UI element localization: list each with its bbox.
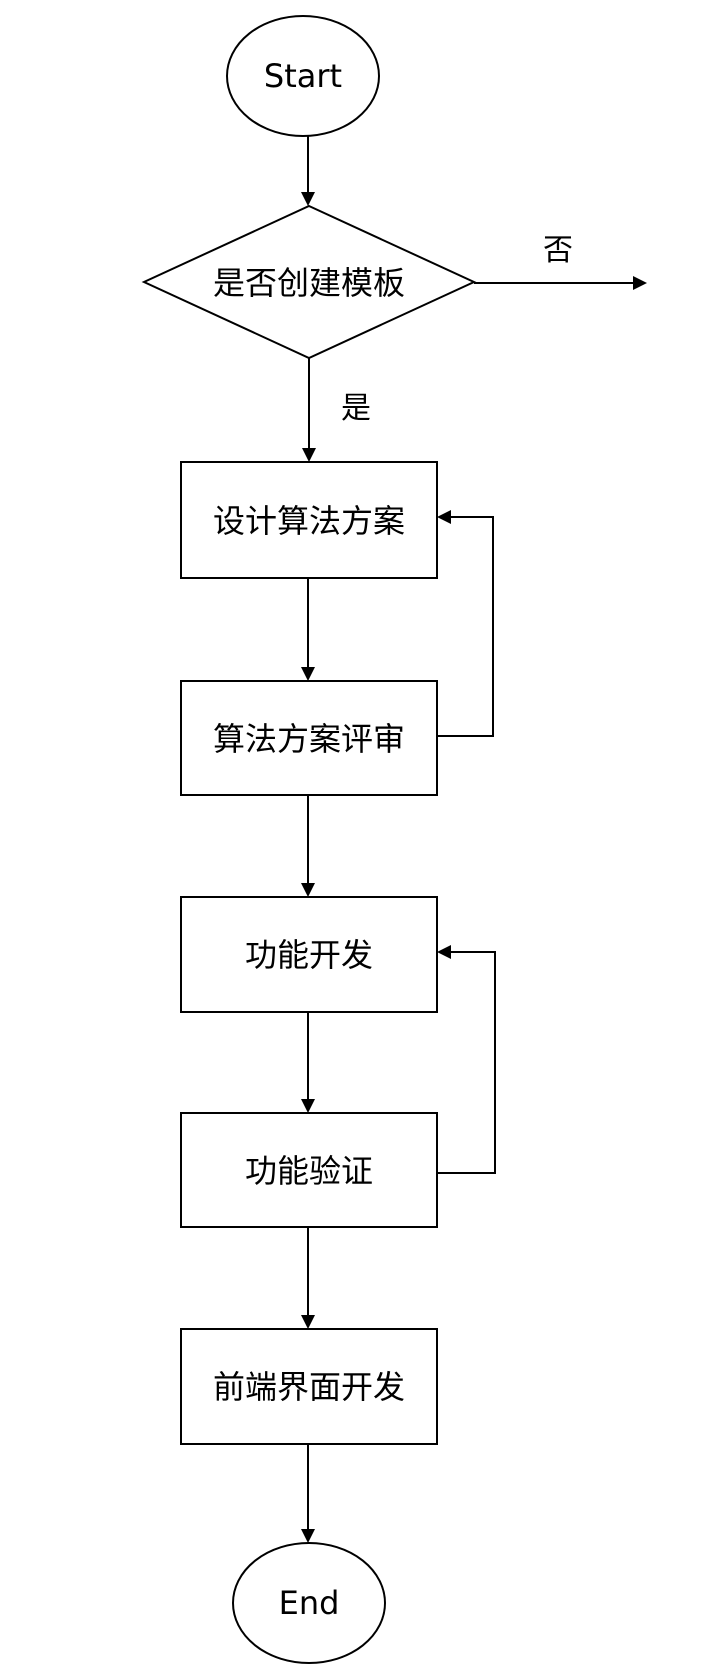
edge-develop-to-verify [301, 1012, 315, 1113]
arrowhead-icon [302, 448, 316, 462]
edge-verify-to-frontend [301, 1227, 315, 1329]
verify-label: 功能验证 [245, 1152, 373, 1190]
edge-design-to-review [301, 578, 315, 681]
decision-label: 是否创建模板 [213, 264, 405, 302]
end-label: End [279, 1584, 340, 1622]
yes-label: 是 [341, 391, 371, 426]
arrowhead-icon [437, 945, 451, 959]
edge-no: 否 [474, 233, 647, 290]
develop-label: 功能开发 [245, 936, 373, 974]
arrowhead-icon [301, 1529, 315, 1543]
frontend-label: 前端界面开发 [213, 1368, 405, 1406]
decision-node: 是否创建模板 [141, 204, 477, 360]
edge-yes: 是 [302, 358, 371, 462]
start-label: Start [264, 57, 342, 95]
frontend-node: 前端界面开发 [180, 1328, 438, 1445]
design-label: 设计算法方案 [213, 502, 405, 540]
edge-review-to-develop [301, 795, 315, 897]
arrowhead-icon [301, 667, 315, 681]
arrowhead-icon [633, 276, 647, 290]
review-label: 算法方案评审 [213, 720, 405, 758]
arrowhead-icon [301, 192, 315, 206]
arrowhead-icon [301, 1099, 315, 1113]
arrowhead-icon [301, 1315, 315, 1329]
edge-start-to-decision [301, 136, 315, 206]
edge-verify-feedback [437, 945, 496, 1174]
verify-node: 功能验证 [180, 1112, 438, 1228]
no-label: 否 [543, 233, 573, 268]
start-node: Start [226, 15, 380, 137]
arrowhead-icon [437, 510, 451, 524]
edge-review-feedback [437, 510, 494, 737]
review-node: 算法方案评审 [180, 680, 438, 796]
develop-node: 功能开发 [180, 896, 438, 1013]
arrowhead-icon [301, 883, 315, 897]
end-node: End [232, 1542, 386, 1664]
design-node: 设计算法方案 [180, 461, 438, 579]
edge-frontend-to-end [301, 1444, 315, 1543]
